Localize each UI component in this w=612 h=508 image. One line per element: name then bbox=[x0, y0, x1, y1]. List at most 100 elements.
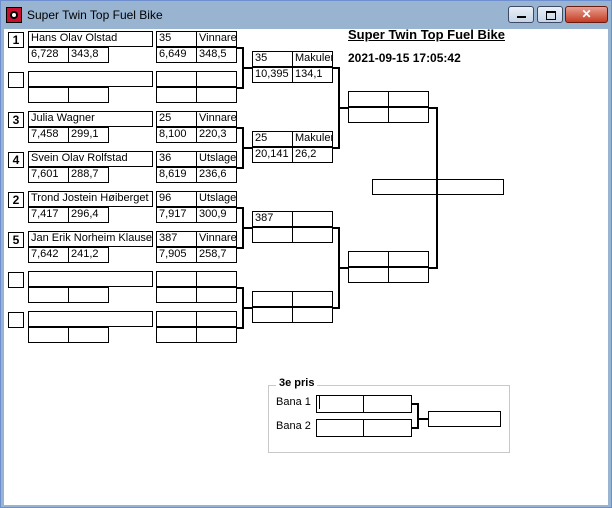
result-status-7[interactable] bbox=[196, 311, 237, 327]
reaction-time-6[interactable] bbox=[28, 287, 69, 303]
result-et-7[interactable] bbox=[156, 327, 197, 343]
rider-speed-4[interactable]: 296,4 bbox=[68, 207, 109, 223]
rider-speed-0[interactable]: 343,8 bbox=[68, 47, 109, 63]
rider-speed-6[interactable] bbox=[68, 287, 109, 303]
result-speed-3[interactable]: 236,6 bbox=[196, 167, 237, 183]
connector-line bbox=[237, 127, 243, 129]
result-speed-4[interactable]: 300,9 bbox=[196, 207, 237, 223]
result-id-4[interactable]: 96 bbox=[156, 191, 197, 207]
connector-line bbox=[237, 287, 243, 289]
semi-d-0[interactable] bbox=[388, 107, 429, 123]
reaction-time-0[interactable]: 6,728 bbox=[28, 47, 69, 63]
result-id-1[interactable] bbox=[156, 71, 197, 87]
lane1-field-b[interactable] bbox=[363, 395, 412, 413]
seed-number-5[interactable]: 5 bbox=[8, 232, 24, 248]
result-speed-7[interactable] bbox=[196, 327, 237, 343]
r2-status-3[interactable] bbox=[292, 291, 333, 307]
result-status-6[interactable] bbox=[196, 271, 237, 287]
r2-id-2[interactable]: 387 bbox=[252, 211, 293, 227]
rider-name-2[interactable]: Julia Wagner bbox=[28, 111, 153, 127]
reaction-time-7[interactable] bbox=[28, 327, 69, 343]
rider-name-3[interactable]: Svein Olav Rolfstad bbox=[28, 151, 153, 167]
seed-number-3[interactable]: 4 bbox=[8, 152, 24, 168]
result-et-1[interactable] bbox=[156, 87, 197, 103]
lane1-field-a[interactable] bbox=[316, 395, 364, 413]
r2-speed-0[interactable]: 134,1 bbox=[292, 67, 333, 83]
rider-speed-2[interactable]: 299,1 bbox=[68, 127, 109, 143]
result-status-5[interactable]: Vinnare bbox=[196, 231, 237, 247]
rider-name-5[interactable]: Jan Erik Norheim Klausen bbox=[28, 231, 153, 247]
minimize-button[interactable] bbox=[508, 6, 534, 23]
result-id-6[interactable] bbox=[156, 271, 197, 287]
rider-name-7[interactable] bbox=[28, 311, 153, 327]
result-speed-5[interactable]: 258,7 bbox=[196, 247, 237, 263]
r2-id-0[interactable]: 35 bbox=[252, 51, 293, 67]
lane2-field-a[interactable] bbox=[316, 419, 364, 437]
result-speed-0[interactable]: 348,5 bbox=[196, 47, 237, 63]
final-result-field[interactable] bbox=[372, 179, 504, 195]
r2-id-1[interactable]: 25 bbox=[252, 131, 293, 147]
semi-a-0[interactable] bbox=[348, 91, 389, 107]
r2-speed-3[interactable] bbox=[292, 307, 333, 323]
semi-c-0[interactable] bbox=[348, 107, 389, 123]
rider-speed-3[interactable]: 288,7 bbox=[68, 167, 109, 183]
reaction-time-5[interactable]: 7,642 bbox=[28, 247, 69, 263]
result-id-7[interactable] bbox=[156, 311, 197, 327]
semi-a-1[interactable] bbox=[348, 251, 389, 267]
r2-id-3[interactable] bbox=[252, 291, 293, 307]
r2-status-2[interactable] bbox=[292, 211, 333, 227]
seed-number-7[interactable] bbox=[8, 312, 24, 328]
third-place-result-field[interactable] bbox=[428, 411, 501, 427]
result-status-2[interactable]: Vinnare bbox=[196, 111, 237, 127]
seed-number-2[interactable]: 3 bbox=[8, 112, 24, 128]
result-id-3[interactable]: 36 bbox=[156, 151, 197, 167]
seed-number-4[interactable]: 2 bbox=[8, 192, 24, 208]
maximize-button[interactable] bbox=[537, 6, 563, 23]
result-speed-2[interactable]: 220,3 bbox=[196, 127, 237, 143]
result-speed-6[interactable] bbox=[196, 287, 237, 303]
r2-status-0[interactable]: Makuler bbox=[292, 51, 333, 67]
rider-name-0[interactable]: Hans Olav Olstad bbox=[28, 31, 153, 47]
result-et-2[interactable]: 8,100 bbox=[156, 127, 197, 143]
reaction-time-3[interactable]: 7,601 bbox=[28, 167, 69, 183]
r2-speed-2[interactable] bbox=[292, 227, 333, 243]
result-et-6[interactable] bbox=[156, 287, 197, 303]
r2-et-3[interactable] bbox=[252, 307, 293, 323]
seed-number-6[interactable] bbox=[8, 272, 24, 288]
rider-speed-1[interactable] bbox=[68, 87, 109, 103]
reaction-time-2[interactable]: 7,458 bbox=[28, 127, 69, 143]
reaction-time-4[interactable]: 7,417 bbox=[28, 207, 69, 223]
result-status-1[interactable] bbox=[196, 71, 237, 87]
semi-b-1[interactable] bbox=[388, 251, 429, 267]
r2-et-1[interactable]: 20,141 bbox=[252, 147, 293, 163]
result-id-2[interactable]: 25 bbox=[156, 111, 197, 127]
result-status-3[interactable]: Utslagen bbox=[196, 151, 237, 167]
result-et-4[interactable]: 7,917 bbox=[156, 207, 197, 223]
maximize-icon bbox=[546, 11, 556, 20]
semi-d-1[interactable] bbox=[388, 267, 429, 283]
r2-et-2[interactable] bbox=[252, 227, 293, 243]
rider-name-1[interactable] bbox=[28, 71, 153, 87]
result-status-4[interactable]: Utslagen bbox=[196, 191, 237, 207]
seed-number-0[interactable]: 1 bbox=[8, 32, 24, 48]
result-speed-1[interactable] bbox=[196, 87, 237, 103]
result-status-0[interactable]: Vinnare bbox=[196, 31, 237, 47]
rider-speed-7[interactable] bbox=[68, 327, 109, 343]
reaction-time-1[interactable] bbox=[28, 87, 69, 103]
r2-et-0[interactable]: 10,395 bbox=[252, 67, 293, 83]
result-id-5[interactable]: 387 bbox=[156, 231, 197, 247]
result-et-5[interactable]: 7,905 bbox=[156, 247, 197, 263]
result-id-0[interactable]: 35 bbox=[156, 31, 197, 47]
seed-number-1[interactable] bbox=[8, 72, 24, 88]
rider-name-6[interactable] bbox=[28, 271, 153, 287]
rider-name-4[interactable]: Trond Jostein Høiberget bbox=[28, 191, 153, 207]
semi-c-1[interactable] bbox=[348, 267, 389, 283]
r2-speed-1[interactable]: 26,2 bbox=[292, 147, 333, 163]
rider-speed-5[interactable]: 241,2 bbox=[68, 247, 109, 263]
result-et-3[interactable]: 8,619 bbox=[156, 167, 197, 183]
semi-b-0[interactable] bbox=[388, 91, 429, 107]
result-et-0[interactable]: 6,649 bbox=[156, 47, 197, 63]
close-button[interactable]: ✕ bbox=[565, 6, 608, 23]
r2-status-1[interactable]: Makuler bbox=[292, 131, 333, 147]
lane2-field-b[interactable] bbox=[363, 419, 412, 437]
